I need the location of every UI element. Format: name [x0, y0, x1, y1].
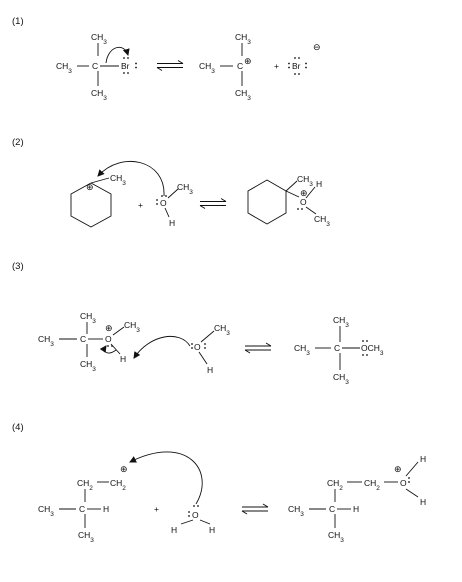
methyl-top: CH3	[91, 32, 107, 46]
hydrogen-left: H	[171, 525, 177, 535]
methyl-bottom: CH3	[328, 530, 344, 544]
methylene-right: CH2	[110, 478, 126, 492]
curved-arrow	[105, 46, 130, 64]
nucleophile-methanol: O CH3 H	[156, 182, 193, 228]
oxygen: O	[105, 334, 112, 344]
methyl-top: CH3	[333, 315, 349, 329]
bromide-lone-pairs	[288, 57, 307, 75]
oxygen: O	[400, 478, 407, 488]
methylene-right: CH2	[364, 478, 380, 492]
step-number: (1)	[12, 16, 24, 27]
central-carbon: C	[237, 61, 243, 71]
base-methanol: O CH3 H	[191, 323, 230, 375]
equilibrium-arrows	[241, 503, 269, 515]
step-3: (3) CH3 CH3 C O ⊕ CH3 H CH3 O	[12, 261, 384, 386]
methyl-bottom: CH3	[314, 214, 330, 228]
methoxy-group: OCH3	[361, 343, 384, 357]
methyl-left: CH3	[294, 343, 310, 357]
step-2: (2) ⊕ CH3 + O CH3 H	[12, 137, 330, 228]
oxygen-lone-pairs	[156, 195, 167, 205]
hydrogen: H	[120, 354, 126, 364]
bromine-lone-pairs	[123, 57, 137, 74]
central-carbon: C	[79, 504, 85, 514]
step-4: (4) ⊕ CH2 CH2 CH3 C H CH3 + O H	[12, 422, 426, 544]
methyl-left: CH3	[38, 504, 54, 518]
positive-charge-icon: ⊕	[300, 188, 308, 198]
positive-charge-icon: ⊕	[244, 56, 252, 66]
equilibrium-arrows	[156, 60, 184, 71]
oxygen-methyl: CH3	[124, 320, 140, 334]
methyl: CH3	[297, 174, 313, 188]
methyl: CH3	[214, 323, 230, 337]
central-carbon: C	[334, 343, 340, 353]
step-number: (4)	[12, 422, 24, 433]
hydrogen-bottom: H	[420, 497, 426, 507]
methyl-bottom: CH3	[80, 359, 96, 373]
central-carbon: C	[329, 504, 335, 514]
methylene-left: CH2	[77, 478, 93, 492]
bromine: Br	[121, 61, 130, 71]
methyl: CH3	[177, 182, 193, 196]
positive-charge-icon: ⊕	[394, 464, 402, 474]
bromine: Br	[292, 61, 301, 71]
oxygen: O	[194, 342, 201, 352]
hydrogen: H	[169, 218, 175, 228]
reactant-protonated-ether: CH3 CH3 C O ⊕ CH3 H CH3	[38, 311, 191, 373]
product-tert-butyl-methyl-ether: CH3 CH3 C OCH3 CH3	[294, 315, 384, 386]
hydrogen: H	[316, 179, 322, 189]
positive-charge-icon: ⊕	[105, 323, 113, 333]
step-number: (2)	[12, 137, 24, 148]
equilibrium-arrows	[244, 342, 272, 354]
positive-charge-icon: ⊕	[86, 182, 94, 192]
methyl-top: CH3	[80, 311, 96, 325]
oxygen: O	[192, 510, 199, 520]
hydrogen-top: H	[420, 454, 426, 464]
hydrogen: H	[353, 504, 359, 514]
central-carbon: C	[92, 61, 98, 71]
reactant-tert-butyl-bromide: CH3 CH3 C Br CH3	[56, 32, 137, 102]
product-tert-butyl-cation: CH3 CH3 C ⊕ CH3	[199, 32, 252, 102]
methyl-substituent: CH3	[110, 173, 126, 187]
central-carbon: C	[80, 334, 86, 344]
methyl-left: CH3	[288, 504, 304, 518]
hydrogen: H	[207, 365, 213, 375]
methylene-left: CH2	[327, 478, 343, 492]
methyl-left: CH3	[199, 61, 215, 75]
oxygen: O	[160, 198, 167, 208]
methyl-bottom: CH3	[333, 372, 349, 386]
product-bromide-anion: Br ⊖	[288, 42, 321, 75]
reactant-methylcyclohexyl-cation: ⊕ CH3	[70, 160, 165, 228]
positive-charge-icon: ⊕	[120, 464, 128, 474]
equilibrium-arrows	[199, 198, 227, 209]
negative-charge-icon: ⊖	[313, 42, 321, 52]
curved-arrow-base	[133, 336, 191, 359]
methyl-left: CH3	[38, 334, 54, 348]
curved-arrow	[129, 451, 203, 505]
product-oxonium-ion: CH2 CH2 O ⊕ H H CH3 C H CH3	[288, 454, 426, 544]
nucleophile-water: O H H	[171, 505, 215, 535]
curved-arrow	[97, 160, 165, 197]
product-oxonium-ion: CH3 H ⊕ O CH3	[247, 174, 330, 228]
methyl-left: CH3	[56, 61, 72, 75]
plus-sign: +	[274, 61, 279, 71]
methyl-bottom: CH3	[235, 88, 251, 102]
methyl-bottom: CH3	[78, 530, 94, 544]
curved-arrow-bond	[99, 345, 117, 354]
methyl-bottom: CH3	[91, 88, 107, 102]
hydrogen-right: H	[209, 525, 215, 535]
methyl-top: CH3	[235, 32, 251, 46]
oxygen: O	[300, 197, 307, 207]
step-1: (1) CH3 CH3 C Br CH3	[12, 16, 321, 102]
plus-sign: +	[154, 504, 159, 514]
plus-sign: +	[138, 200, 143, 210]
reactant-carbocation: ⊕ CH2 CH2 CH3 C H CH3	[38, 451, 203, 544]
step-number: (3)	[12, 261, 24, 272]
hydrogen: H	[103, 504, 109, 514]
